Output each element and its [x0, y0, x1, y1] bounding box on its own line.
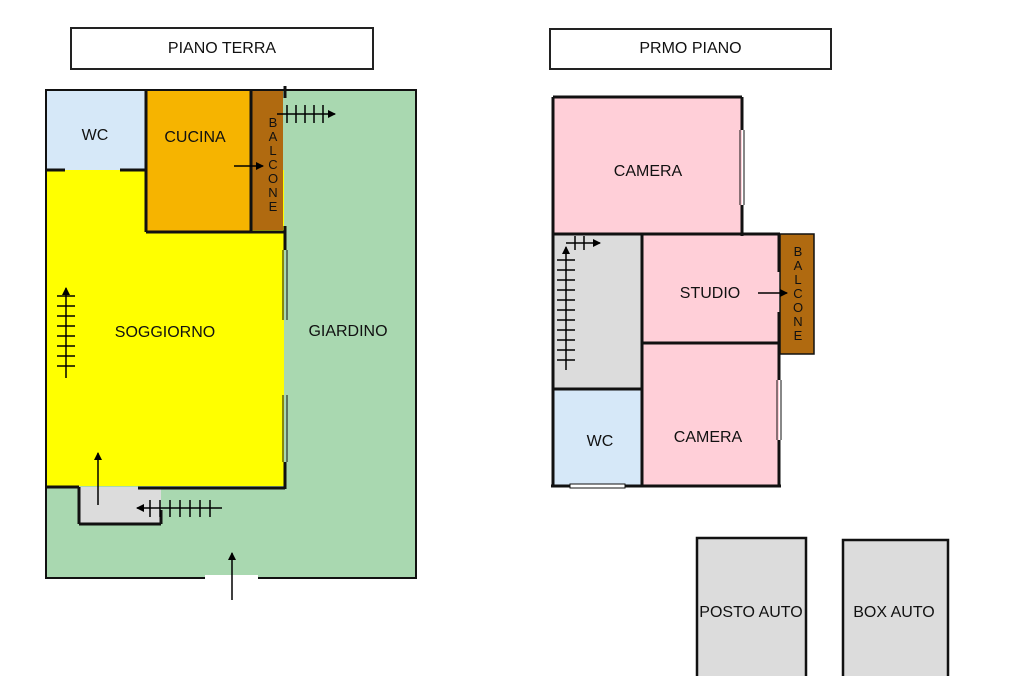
wc-first-area — [553, 389, 642, 485]
camera-bottom-area — [643, 344, 779, 485]
svg-text:E: E — [794, 328, 803, 343]
svg-text:A: A — [269, 129, 278, 144]
studio-label: STUDIO — [680, 285, 740, 302]
first-windows — [569, 130, 782, 489]
wc-first-label: WC — [587, 433, 614, 450]
soggiorno-label: SOGGIORNO — [115, 324, 215, 341]
ground-walls — [47, 86, 287, 526]
svg-text:A: A — [794, 258, 803, 273]
camera-bottom-label: CAMERA — [674, 429, 743, 446]
svg-text:C: C — [268, 157, 277, 172]
giardino-label: GIARDINO — [308, 323, 387, 340]
wc-ground-area — [47, 91, 146, 170]
svg-text:B: B — [269, 115, 278, 130]
first-floor-title-text: PRMO PIANO — [639, 40, 742, 57]
stair-left-icon — [57, 287, 75, 378]
balcone-ground-area — [251, 91, 283, 230]
ground-floor-title-text: PIANO TERRA — [167, 39, 277, 57]
posto-auto-space — [695, 536, 808, 676]
svg-text:O: O — [793, 300, 803, 315]
svg-text:L: L — [794, 272, 801, 287]
svg-text:B: B — [794, 244, 803, 259]
stair-top-icon — [277, 105, 336, 123]
svg-text:E: E — [269, 199, 278, 214]
ground-windows — [282, 250, 288, 462]
parking-area: POSTO AUTO BOX AUTO — [695, 536, 950, 676]
box-auto-space — [841, 538, 950, 676]
cucina-label: CUCINA — [164, 129, 226, 146]
svg-text:L: L — [269, 143, 276, 158]
first-floor-plan: CAMERA STUDIO B A L C O N E WC CAMERA — [551, 95, 815, 489]
stair-bottom-icon — [136, 500, 222, 517]
posto-auto-label: POSTO AUTO — [699, 604, 802, 621]
svg-text:N: N — [268, 185, 277, 200]
wc-ground-label: WC — [82, 127, 109, 144]
cucina-area — [146, 91, 250, 231]
balcone-first-label: B A L C O N E — [793, 244, 803, 343]
balcone-ground-label: B A L C O N E — [268, 115, 278, 214]
studio-area — [642, 235, 779, 343]
stair-landing-ground — [79, 487, 161, 523]
svg-text:N: N — [793, 314, 802, 329]
stair-first-top-icon — [566, 236, 601, 250]
svg-text:C: C — [793, 286, 802, 301]
ground-floor-title: PIANO TERRA — [70, 27, 374, 70]
camera-top-label: CAMERA — [614, 163, 683, 180]
stair-first-icon — [557, 246, 575, 370]
first-floor-title: PRMO PIANO — [549, 28, 832, 70]
ground-floor-plan: WC CUCINA B A L C O N E SOGGIORNO GIARDI… — [45, 86, 417, 600]
camera-top-area — [553, 97, 742, 234]
box-auto-label: BOX AUTO — [853, 604, 935, 621]
svg-text:O: O — [268, 171, 278, 186]
